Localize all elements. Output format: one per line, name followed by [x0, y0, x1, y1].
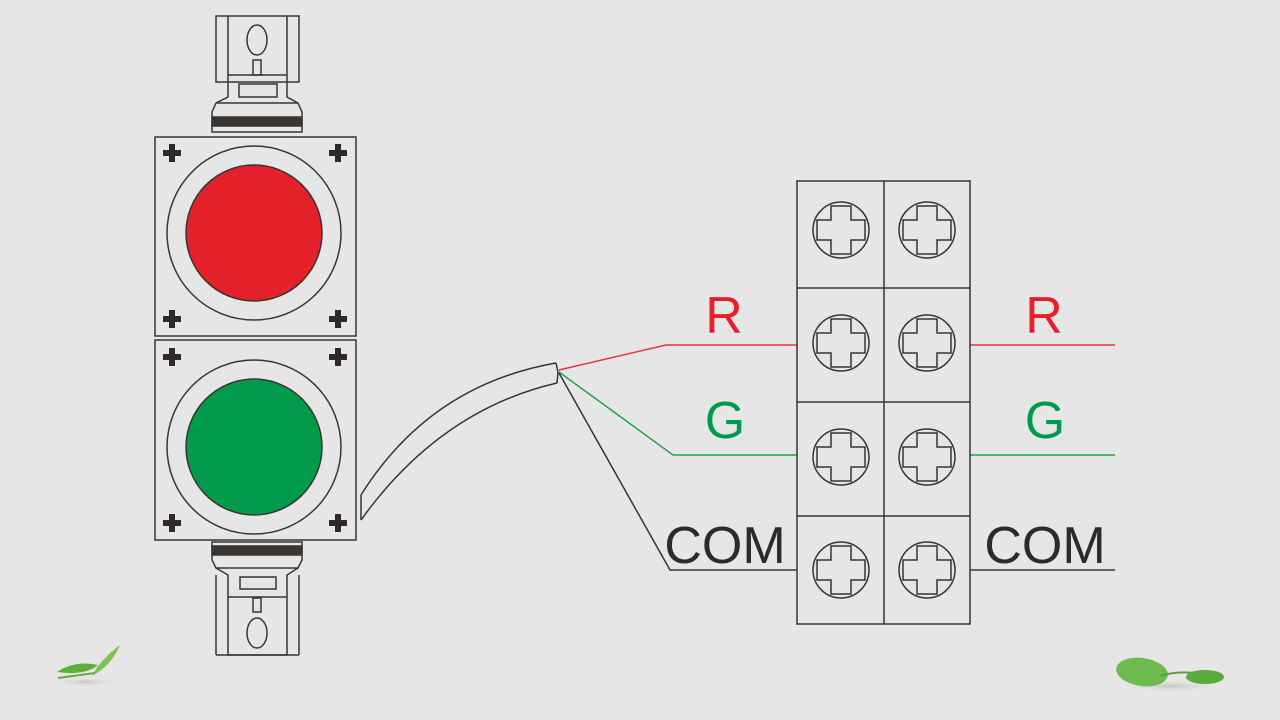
labels-right: R G COM — [984, 287, 1105, 575]
wire-g-left — [558, 371, 797, 456]
terminal-screw-icon — [812, 314, 870, 372]
leaf-decoration-left — [51, 645, 120, 687]
screw-plus-icon — [329, 348, 347, 366]
cable — [360, 362, 559, 521]
screw-plus-icon — [163, 514, 181, 532]
red-lamp — [185, 164, 323, 302]
screw-plus-icon — [329, 514, 347, 532]
terminal-screw-icon — [898, 541, 956, 599]
screw-plus-icon — [329, 310, 347, 328]
label-com-left: COM — [664, 517, 785, 575]
screw-plus-icon — [163, 144, 181, 162]
screw-plus-icon — [163, 310, 181, 328]
panel-screws — [163, 144, 347, 532]
signal-light — [154, 15, 357, 656]
screw-plus-icon — [329, 144, 347, 162]
leaf-decoration-right — [1115, 657, 1225, 692]
labels-left: R G COM — [664, 287, 785, 575]
terminal-screw-icon — [898, 314, 956, 372]
terminal-block — [796, 180, 971, 625]
terminal-screw-icon — [898, 201, 956, 259]
terminal-screw-icon — [898, 428, 956, 486]
wires-right — [970, 344, 1115, 571]
label-g-right: G — [1025, 392, 1065, 450]
wire-com-left — [558, 372, 797, 571]
screw-plus-icon — [163, 348, 181, 366]
wires-left — [558, 344, 797, 571]
bottom-mount-bracket — [211, 541, 303, 656]
wire-r-left — [558, 344, 797, 371]
green-lamp — [185, 378, 323, 516]
label-r-right: R — [1025, 287, 1063, 345]
red-signal-panel — [154, 136, 357, 337]
top-mount-bracket — [211, 15, 303, 133]
green-signal-panel — [154, 339, 357, 541]
label-g-left: G — [705, 392, 745, 450]
terminal-screw-icon — [812, 541, 870, 599]
terminal-screw-icon — [812, 428, 870, 486]
label-com-right: COM — [984, 517, 1105, 575]
label-r-left: R — [705, 287, 743, 345]
terminal-screw-icon — [812, 201, 870, 259]
